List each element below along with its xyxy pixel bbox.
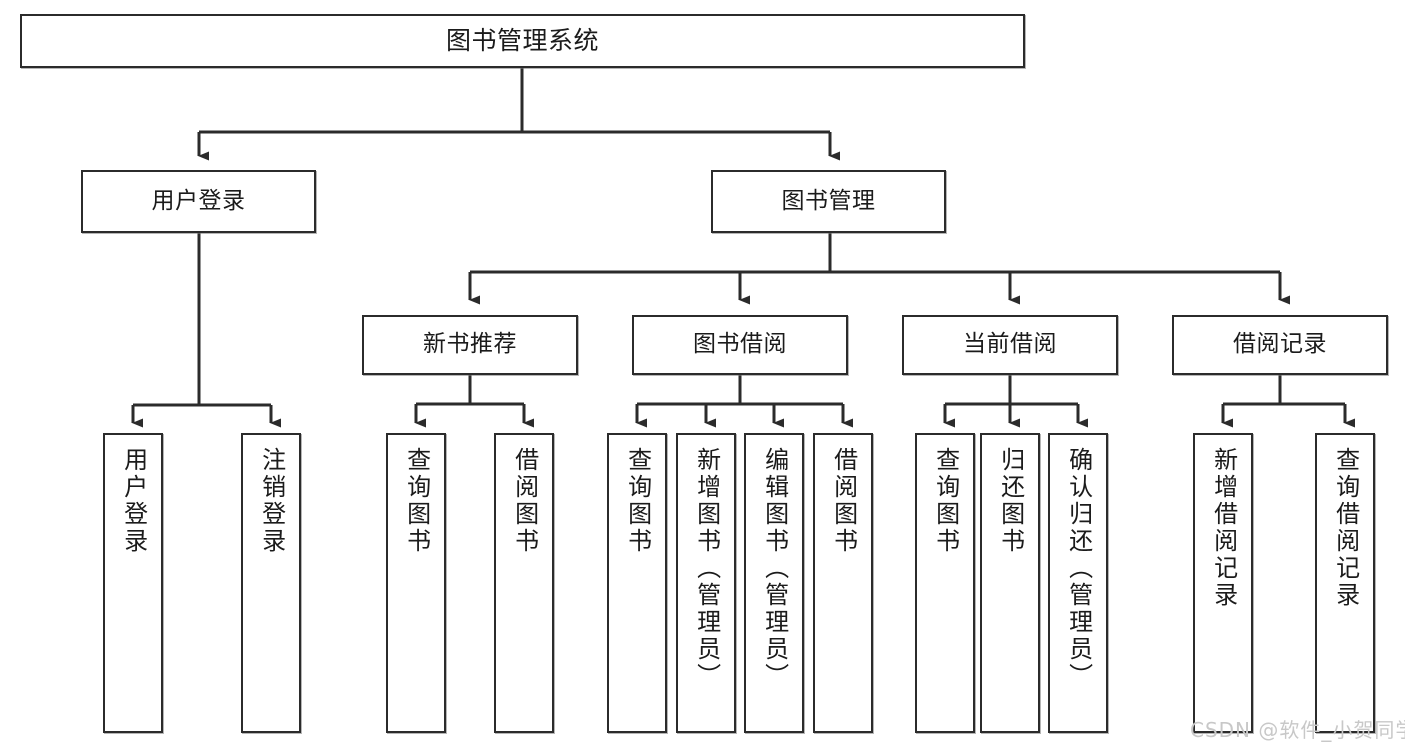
node-leaf-query-book-2[interactable]: 查询图书 (607, 433, 667, 733)
node-leaf-borrow-book-2[interactable]: 借阅图书 (813, 433, 873, 733)
node-leaf-add-book[interactable]: 新增图书（管理员） (676, 433, 736, 733)
node-leaf-user-login-label: 用户登录 (119, 447, 148, 555)
node-leaf-query-book-3[interactable]: 查询图书 (915, 433, 975, 733)
node-book-manage[interactable]: 图书管理 (711, 170, 946, 233)
node-borrow-record-label: 借阅记录 (1233, 331, 1327, 358)
node-leaf-query-book-2-label: 查询图书 (623, 447, 652, 555)
node-book-manage-label: 图书管理 (781, 187, 876, 214)
node-leaf-borrow-book-1[interactable]: 借阅图书 (494, 433, 554, 733)
node-leaf-query-book-1[interactable]: 查询图书 (386, 433, 446, 733)
node-leaf-edit-book-label: 编辑图书（管理员） (760, 447, 789, 690)
node-user-login[interactable]: 用户登录 (81, 170, 316, 233)
node-leaf-return-book-label: 归还图书 (996, 447, 1025, 555)
node-leaf-edit-book[interactable]: 编辑图书（管理员） (744, 433, 804, 733)
node-book-borrow-label: 图书借阅 (693, 331, 787, 358)
node-current-borrow[interactable]: 当前借阅 (902, 315, 1118, 375)
node-new-book-recommend-label: 新书推荐 (423, 331, 517, 358)
node-new-book-recommend[interactable]: 新书推荐 (362, 315, 578, 375)
node-leaf-return-book[interactable]: 归还图书 (980, 433, 1040, 733)
node-leaf-confirm-return-label: 确认归还（管理员） (1064, 447, 1093, 690)
node-leaf-user-logout[interactable]: 注销登录 (241, 433, 301, 733)
node-leaf-query-book-1-label: 查询图书 (402, 447, 431, 555)
node-leaf-query-record[interactable]: 查询借阅记录 (1315, 433, 1375, 733)
node-root[interactable]: 图书管理系统 (20, 14, 1025, 68)
node-root-label: 图书管理系统 (445, 26, 599, 56)
node-leaf-add-record-label: 新增借阅记录 (1209, 447, 1238, 609)
node-leaf-user-logout-label: 注销登录 (257, 447, 286, 555)
node-leaf-borrow-book-2-label: 借阅图书 (829, 447, 858, 555)
node-leaf-query-record-label: 查询借阅记录 (1331, 447, 1360, 609)
node-leaf-user-login[interactable]: 用户登录 (103, 433, 163, 733)
watermark: CSDN @软件_小贺同学 (1190, 718, 1405, 742)
node-leaf-query-book-3-label: 查询图书 (931, 447, 960, 555)
node-user-login-label: 用户登录 (151, 187, 246, 214)
node-leaf-add-book-label: 新增图书（管理员） (692, 447, 721, 690)
node-leaf-add-record[interactable]: 新增借阅记录 (1193, 433, 1253, 733)
node-leaf-borrow-book-1-label: 借阅图书 (510, 447, 539, 555)
node-borrow-record[interactable]: 借阅记录 (1172, 315, 1388, 375)
node-current-borrow-label: 当前借阅 (963, 331, 1057, 358)
node-leaf-confirm-return[interactable]: 确认归还（管理员） (1048, 433, 1108, 733)
node-book-borrow[interactable]: 图书借阅 (632, 315, 848, 375)
